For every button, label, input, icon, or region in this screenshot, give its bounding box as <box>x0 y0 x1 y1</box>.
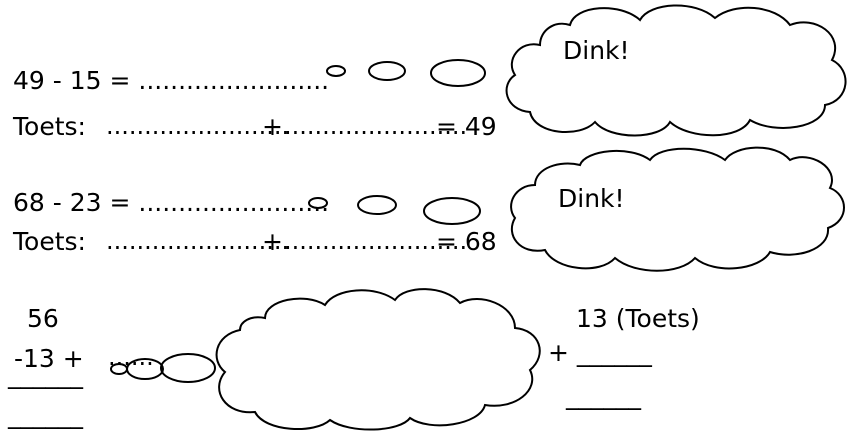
cloud-2-text: Dink! <box>558 184 625 213</box>
thought-cloud-1 <box>505 4 847 137</box>
problem-2-check-label: Toets: <box>13 227 86 256</box>
problem-1-check-first-blank[interactable]: ........................ <box>106 112 290 140</box>
problem-3-check-plus-line[interactable]: + ______ <box>548 338 652 367</box>
problem-2-check-first-blank[interactable]: ........................ <box>106 227 290 255</box>
problem-3-check-number: 13 (Toets) <box>576 304 700 333</box>
thought-bubble-small <box>326 65 346 77</box>
thought-bubble-large <box>430 59 486 87</box>
cloud-1-text: Dink! <box>563 36 630 65</box>
problem-3-answer-line-2[interactable]: ______ <box>8 400 83 429</box>
thought-bubble-large <box>423 197 481 225</box>
problem-2-plus: + <box>262 227 283 256</box>
problem-1-equation: 49 - 15 = ........................ <box>13 66 330 95</box>
thought-bubble-small <box>308 197 328 209</box>
problem-3-check-answer-line[interactable]: ______ <box>566 381 641 410</box>
thought-bubble-medium <box>126 358 164 380</box>
problem-2-equation: 68 - 23 = ........................ <box>13 188 330 217</box>
problem-1-check-result: = 49 <box>436 112 497 141</box>
problem-1-check-label: Toets: <box>13 112 86 141</box>
thought-cloud-3 <box>215 288 541 431</box>
problem-2-check-result: = 68 <box>436 227 497 256</box>
problem-1-check-second-blank[interactable]: ........................ <box>284 112 468 140</box>
problem-3-subtract-line: -13 + <box>14 344 84 373</box>
thought-bubble-medium <box>357 195 397 215</box>
problem-1-plus: + <box>262 112 283 141</box>
problem-3-answer-line-1[interactable]: ______ <box>8 360 83 389</box>
thought-bubble-large <box>160 353 216 383</box>
problem-3-dots: ...... <box>108 343 154 371</box>
thought-bubble-medium <box>368 61 406 81</box>
thought-cloud-2 <box>510 146 845 272</box>
problem-2-check-second-blank[interactable]: ........................ <box>284 227 468 255</box>
problem-3-top-number: 56 <box>27 304 59 333</box>
